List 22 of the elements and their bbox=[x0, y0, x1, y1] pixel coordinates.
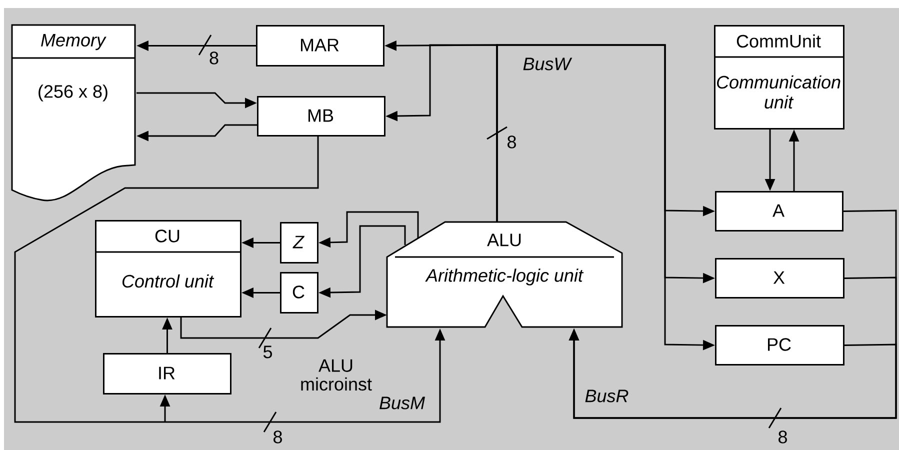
bus-line bbox=[14, 136, 319, 423]
bus-label: BusR bbox=[585, 390, 628, 402]
bus-width-label: 8 bbox=[508, 136, 516, 148]
bus-width-label: 8 bbox=[274, 430, 282, 444]
register-box: A bbox=[715, 191, 844, 232]
edge-label: 8 bbox=[210, 52, 218, 64]
memory-block: Memory (256 x 8) bbox=[11, 24, 136, 202]
register-box: X bbox=[715, 258, 844, 298]
bus-label: BusM bbox=[380, 396, 425, 410]
register-box: CU Control unit bbox=[95, 220, 242, 318]
edge-label: ALU microinst bbox=[301, 359, 372, 391]
register-box: IR bbox=[103, 353, 232, 394]
bus-label: BusW bbox=[523, 58, 572, 70]
register-box: C bbox=[280, 272, 318, 314]
register-box: MB bbox=[257, 96, 386, 136]
bus-width-label: 8 bbox=[778, 430, 787, 444]
bus-width-label: 5 bbox=[263, 346, 272, 358]
alu-block: ALU Arithmetic-logic unit bbox=[386, 221, 623, 328]
register-box: Z bbox=[280, 222, 318, 264]
register-box: CommUnit Communication unit bbox=[714, 25, 844, 130]
register-box: MAR bbox=[256, 25, 384, 66]
register-box: PC bbox=[715, 325, 844, 366]
